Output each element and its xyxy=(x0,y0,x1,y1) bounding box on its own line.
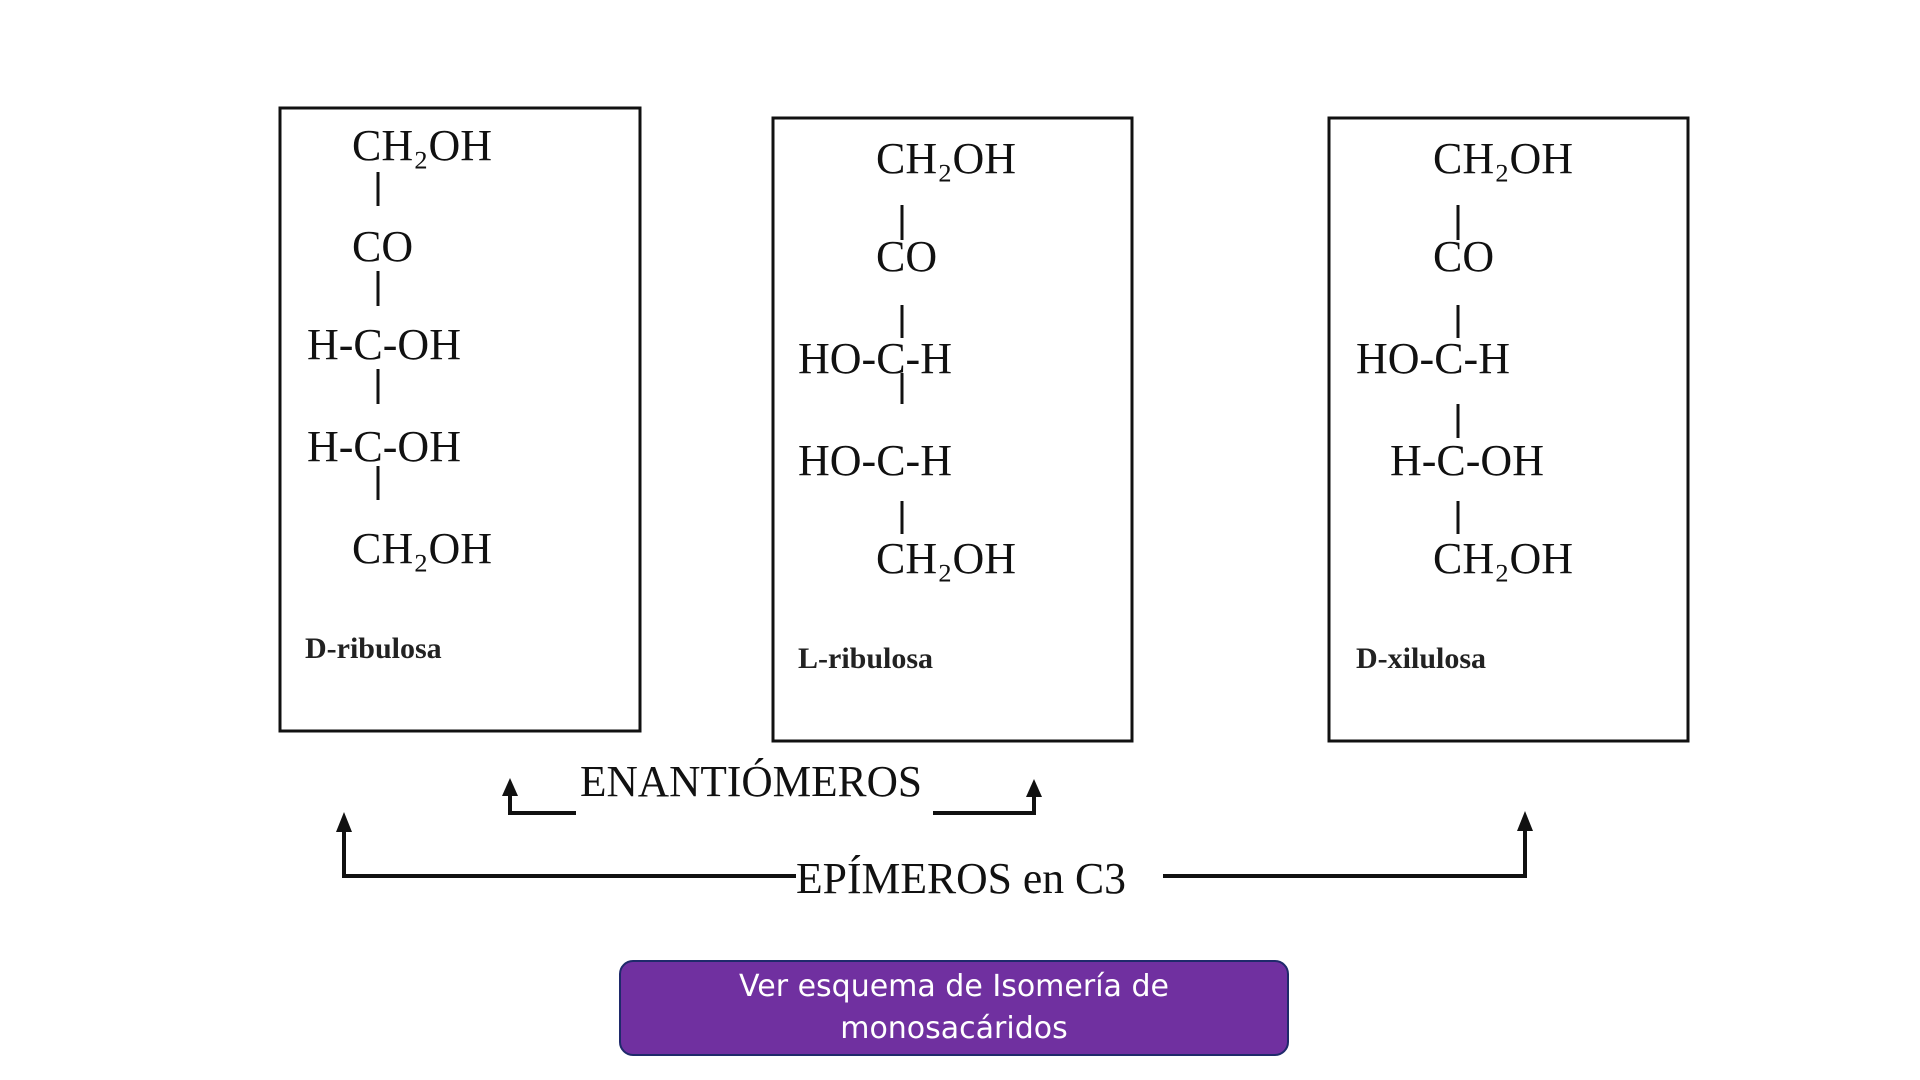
formula-row: HO-C-H xyxy=(1356,334,1510,383)
formula-row: H-C-OH xyxy=(307,320,461,369)
formula-row: CH₂OH xyxy=(876,134,1016,183)
arrowhead-icon xyxy=(502,778,518,796)
button-label-line1: Ver esquema de Isomería de xyxy=(739,969,1169,1004)
formula-row: HO-C-H xyxy=(798,334,952,383)
enantiomers-relation: ENANTIÓMEROS xyxy=(502,757,1042,815)
formula-row: CH₂OH xyxy=(1433,134,1573,183)
formula-row: CH₂OH xyxy=(1433,534,1573,583)
formula-row: CH₂OH xyxy=(876,534,1016,583)
formula-row: H-C-OH xyxy=(307,422,461,471)
formula-row: CH₂OH xyxy=(352,524,492,573)
formula-row: HO-C-H xyxy=(798,436,952,485)
structure-box xyxy=(771,116,1134,743)
arrow-left-epimers xyxy=(342,828,796,878)
formula-row: H-C-OH xyxy=(1390,436,1544,485)
arrowhead-icon xyxy=(1026,779,1042,797)
structure-name: L-ribulosa xyxy=(798,642,933,675)
isomerism-scheme-button[interactable]: Ver esquema de Isomería de monosacáridos xyxy=(619,960,1289,1056)
formula-row: CH₂OH xyxy=(352,121,492,170)
arrowhead-icon xyxy=(336,812,352,832)
arrow-left-enantiomers xyxy=(508,792,576,815)
enantiomers-label: ENANTIÓMEROS xyxy=(580,757,922,806)
epimers-relation: EPÍMEROS en C3 xyxy=(336,811,1533,903)
arrowhead-icon xyxy=(1517,811,1533,831)
structure-l-ribulosa: CH₂OH CO HO-C-H HO-C-H CH₂OH L-ribulosa xyxy=(771,116,1134,743)
formula-row: CO xyxy=(352,222,413,271)
arrow-right-epimers xyxy=(1163,828,1527,878)
structure-box xyxy=(1327,116,1690,743)
button-label-line2: monosacáridos xyxy=(840,1011,1068,1046)
structure-box xyxy=(278,106,642,733)
epimers-label: EPÍMEROS en C3 xyxy=(796,854,1126,903)
structure-name: D-xilulosa xyxy=(1356,642,1486,675)
arrow-right-enantiomers xyxy=(933,794,1036,815)
formula-row: CO xyxy=(876,232,937,281)
formula-row: CO xyxy=(1433,232,1494,281)
structure-d-ribulosa: CH₂OH CO H-C-OH H-C-OH CH₂OH D-ribulosa xyxy=(278,106,642,733)
structure-name: D-ribulosa xyxy=(305,632,442,665)
structure-d-xilulosa: CH₂OH CO HO-C-H H-C-OH CH₂OH D-xilulosa xyxy=(1327,116,1690,743)
